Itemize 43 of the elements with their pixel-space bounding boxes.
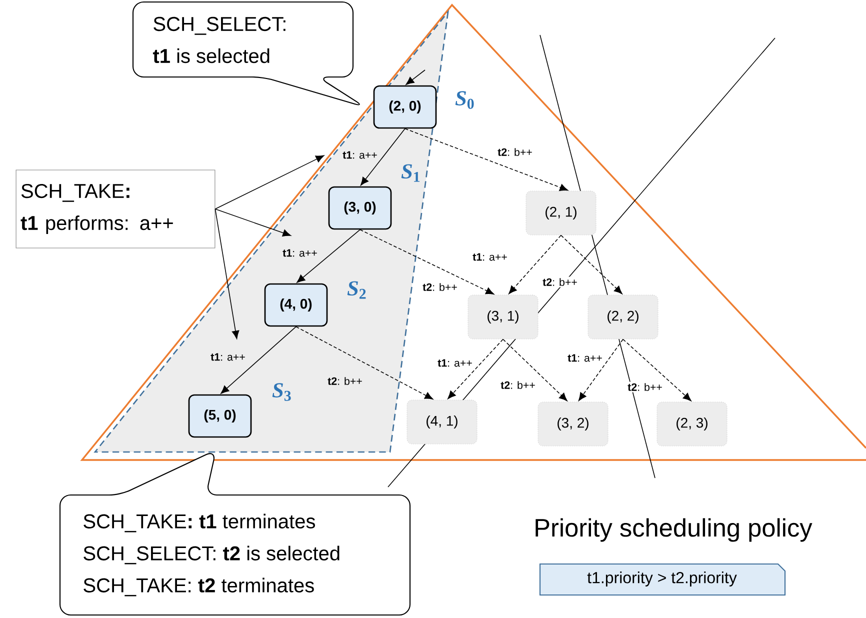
state-set-label: S$_{0}$	[455, 91, 474, 109]
state-box: (4, 1)	[406, 400, 478, 444]
arrow	[360, 229, 494, 294]
note-box: SCH_TAKE: t1 performs: a++	[16, 170, 216, 248]
edge-label: t1: a++	[436, 358, 474, 368]
edge-label: t2: b++	[496, 146, 534, 158]
arrow	[296, 229, 360, 283]
edge-label: t1: a++	[566, 352, 604, 364]
edge-label: t1: a++	[471, 252, 509, 262]
title: Priority scheduling policy	[536, 518, 812, 542]
state-box: (2, 3)	[656, 402, 728, 446]
state-box: (2, 1)	[526, 190, 596, 236]
callout: SCH_SELECT: t1 is selected	[132, 1, 360, 106]
arrow	[448, 338, 504, 400]
state-box: (5, 0)	[188, 394, 252, 438]
arrow	[560, 234, 622, 294]
state-box: (3, 0)	[328, 186, 392, 230]
arrow	[296, 326, 434, 400]
arrow	[214, 155, 324, 210]
state-set-label: S$_{3}$	[272, 383, 291, 401]
state-box: (2, 2)	[588, 294, 658, 340]
state-set-label: S$_{2}$	[347, 281, 366, 299]
state-box: (2, 0)	[373, 85, 437, 129]
state-set-label: S$_{1}$	[401, 164, 420, 182]
arrow	[220, 326, 296, 394]
state-box: (3, 2)	[538, 402, 608, 446]
edge-label: t2: b++	[541, 276, 579, 288]
arrow	[360, 128, 406, 186]
state-box: (4, 0)	[264, 283, 328, 327]
arrow	[214, 208, 292, 237]
edge-label: t2: b++	[499, 380, 537, 390]
arrow	[622, 338, 692, 402]
callout: SCH_TAKE: t1 terminates SCH_SELECT: t2 is selected SCH_TAKE: t2 terminates	[59, 453, 411, 616]
arrow	[214, 208, 240, 339]
edge-label: t2: b++	[421, 282, 459, 292]
arrow	[502, 338, 568, 402]
arrow	[406, 70, 426, 85]
arrow	[404, 128, 568, 192]
state-box: (3, 1)	[468, 294, 538, 340]
arrow	[508, 234, 562, 294]
condition-tag: t1.priority > t2.priority	[539, 563, 786, 596]
arrow	[578, 338, 624, 401]
edge-label: t2: b++	[626, 382, 664, 392]
